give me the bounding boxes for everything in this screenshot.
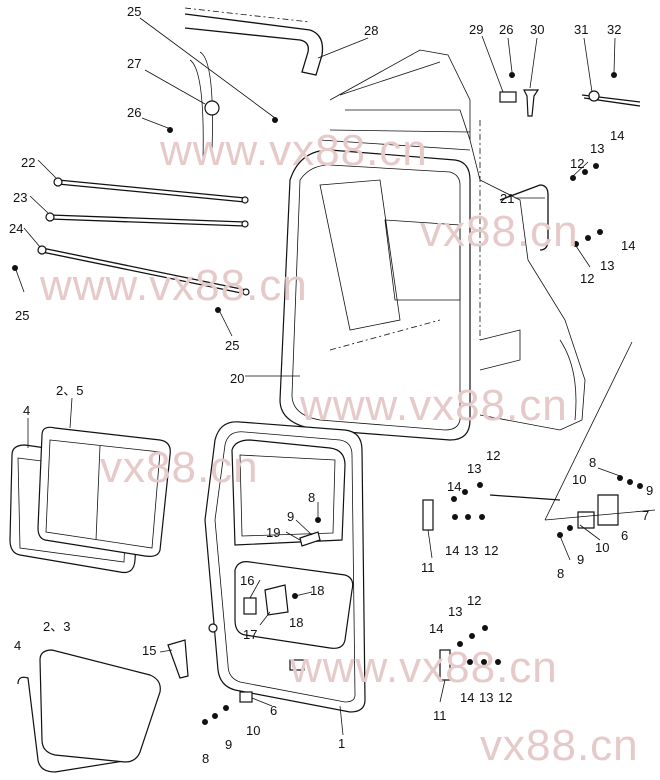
callout-25: 25 — [127, 4, 141, 19]
callout-4: 4 — [14, 638, 21, 653]
callout-10: 10 — [246, 723, 260, 738]
callout-8: 8 — [589, 455, 596, 470]
callout-25: 25 — [15, 308, 29, 323]
callout-29: 29 — [469, 22, 483, 37]
callout-17: 17 — [243, 627, 257, 642]
callout-26: 26 — [499, 22, 513, 37]
callout-13: 13 — [479, 690, 493, 705]
callout-21: 21 — [500, 191, 514, 206]
callout-9: 9 — [225, 737, 232, 752]
callout-10: 10 — [572, 472, 586, 487]
watermark: vx88.cn — [480, 721, 639, 770]
callout-23: 23 — [13, 190, 27, 205]
callout-11: 11 — [433, 708, 447, 723]
callout-14: 14 — [447, 479, 461, 494]
callout-14: 14 — [445, 543, 459, 558]
callout-13: 13 — [464, 543, 478, 558]
cab-door — [204, 421, 366, 713]
callout-7: 7 — [642, 508, 649, 523]
callout-11: 11 — [421, 560, 435, 575]
callout-20: 20 — [230, 371, 244, 386]
callout-22: 22 — [21, 155, 35, 170]
watermark: vx88.cn — [100, 443, 259, 492]
callout-12: 12 — [467, 593, 481, 608]
callout-28: 28 — [364, 23, 378, 38]
callout-14: 14 — [610, 128, 624, 143]
watermarks: www.vx88.cn vx88.cn www.vx88.cn www.vx88… — [39, 126, 639, 770]
callout-8: 8 — [308, 490, 315, 505]
grab-handle — [499, 184, 549, 251]
callout-12: 12 — [570, 156, 584, 171]
lower-glass — [17, 649, 161, 773]
callout-27: 27 — [127, 56, 141, 71]
callout-12: 12 — [498, 690, 512, 705]
callout-1: 1 — [338, 736, 345, 751]
frame-corner-part — [184, 7, 324, 161]
callout-25: 25 — [225, 338, 239, 353]
callout-9: 9 — [577, 552, 584, 567]
callout-12: 12 — [580, 271, 594, 286]
callout-31: 31 — [574, 22, 588, 37]
callout-9: 9 — [646, 483, 653, 498]
callout-13: 13 — [600, 258, 614, 273]
callout-labels: 25 28 27 26 29 26 30 31 32 22 23 24 25 2… — [9, 4, 653, 766]
hinges-fasteners — [12, 72, 643, 725]
callout-14: 14 — [621, 238, 635, 253]
callout-32: 32 — [607, 22, 621, 37]
callout-14: 14 — [429, 621, 443, 636]
callout-14: 14 — [460, 690, 474, 705]
callout-6: 6 — [270, 703, 277, 718]
callout-9: 9 — [287, 509, 294, 524]
callout-15: 15 — [142, 643, 156, 658]
callout-19: 19 — [266, 525, 280, 540]
callout-12: 12 — [484, 543, 498, 558]
leader-lines — [15, 17, 621, 736]
callout-18: 18 — [310, 583, 324, 598]
watermark: www.vx88.cn — [289, 643, 558, 692]
callout-8: 8 — [202, 751, 209, 766]
callout-12: 12 — [486, 448, 500, 463]
callout-26: 26 — [127, 105, 141, 120]
cab-body — [279, 49, 586, 441]
callout-18: 18 — [289, 615, 303, 630]
callout-16: 16 — [240, 573, 254, 588]
callout-8: 8 — [557, 566, 564, 581]
watermark: www.vx88.cn — [159, 126, 428, 175]
watermark: vx88.cn — [420, 207, 579, 256]
callout-30: 30 — [530, 22, 544, 37]
callout-13: 13 — [448, 604, 462, 619]
callout-13: 13 — [467, 461, 481, 476]
callout-10: 10 — [595, 540, 609, 555]
callout-2-3: 2、3 — [43, 619, 70, 634]
callout-24: 24 — [9, 221, 23, 236]
callout-13: 13 — [590, 141, 604, 156]
sliding-window — [9, 426, 171, 574]
callout-4: 4 — [23, 403, 30, 418]
watermark: www.vx88.cn — [299, 381, 568, 430]
callout-6: 6 — [621, 528, 628, 543]
support-rods — [37, 177, 250, 296]
latch-parts — [204, 89, 641, 117]
callout-2-5: 2、5 — [56, 383, 83, 398]
watermark: www.vx88.cn — [39, 261, 308, 310]
